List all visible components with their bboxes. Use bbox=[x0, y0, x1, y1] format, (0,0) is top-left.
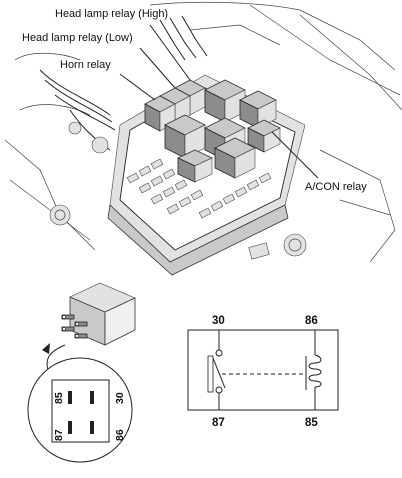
pinout-label-85: 85 bbox=[53, 392, 65, 404]
callout-leaders bbox=[119, 24, 319, 179]
relay-schematic bbox=[187, 329, 339, 411]
circuit-terminal-30: 30 bbox=[212, 315, 225, 327]
pin-86-terminal bbox=[90, 421, 94, 434]
circuit-terminal-86: 86 bbox=[305, 315, 318, 327]
pin-30-terminal bbox=[90, 391, 94, 404]
circuit-terminal-85: 85 bbox=[305, 417, 318, 429]
relay-component-drawing bbox=[61, 282, 136, 346]
view-arrow bbox=[42, 343, 66, 371]
pin-85-terminal bbox=[68, 391, 72, 404]
callout-horn-relay: Horn relay bbox=[60, 59, 111, 71]
callout-head-lamp-relay-low: Head lamp relay (Low) bbox=[22, 32, 133, 44]
pinout-label-87: 87 bbox=[53, 429, 65, 441]
callout-acon-relay: A/CON relay bbox=[305, 181, 367, 193]
pinout-view bbox=[27, 357, 133, 463]
pinout-label-30: 30 bbox=[114, 392, 126, 404]
circuit-terminal-87: 87 bbox=[212, 417, 225, 429]
pinout-label-86: 86 bbox=[114, 429, 126, 441]
pin-87-terminal bbox=[68, 421, 72, 434]
callout-head-lamp-relay-high: Head lamp relay (High) bbox=[55, 8, 168, 20]
fuse-grid bbox=[126, 158, 272, 219]
engine-bay-illustration bbox=[4, 1, 402, 276]
